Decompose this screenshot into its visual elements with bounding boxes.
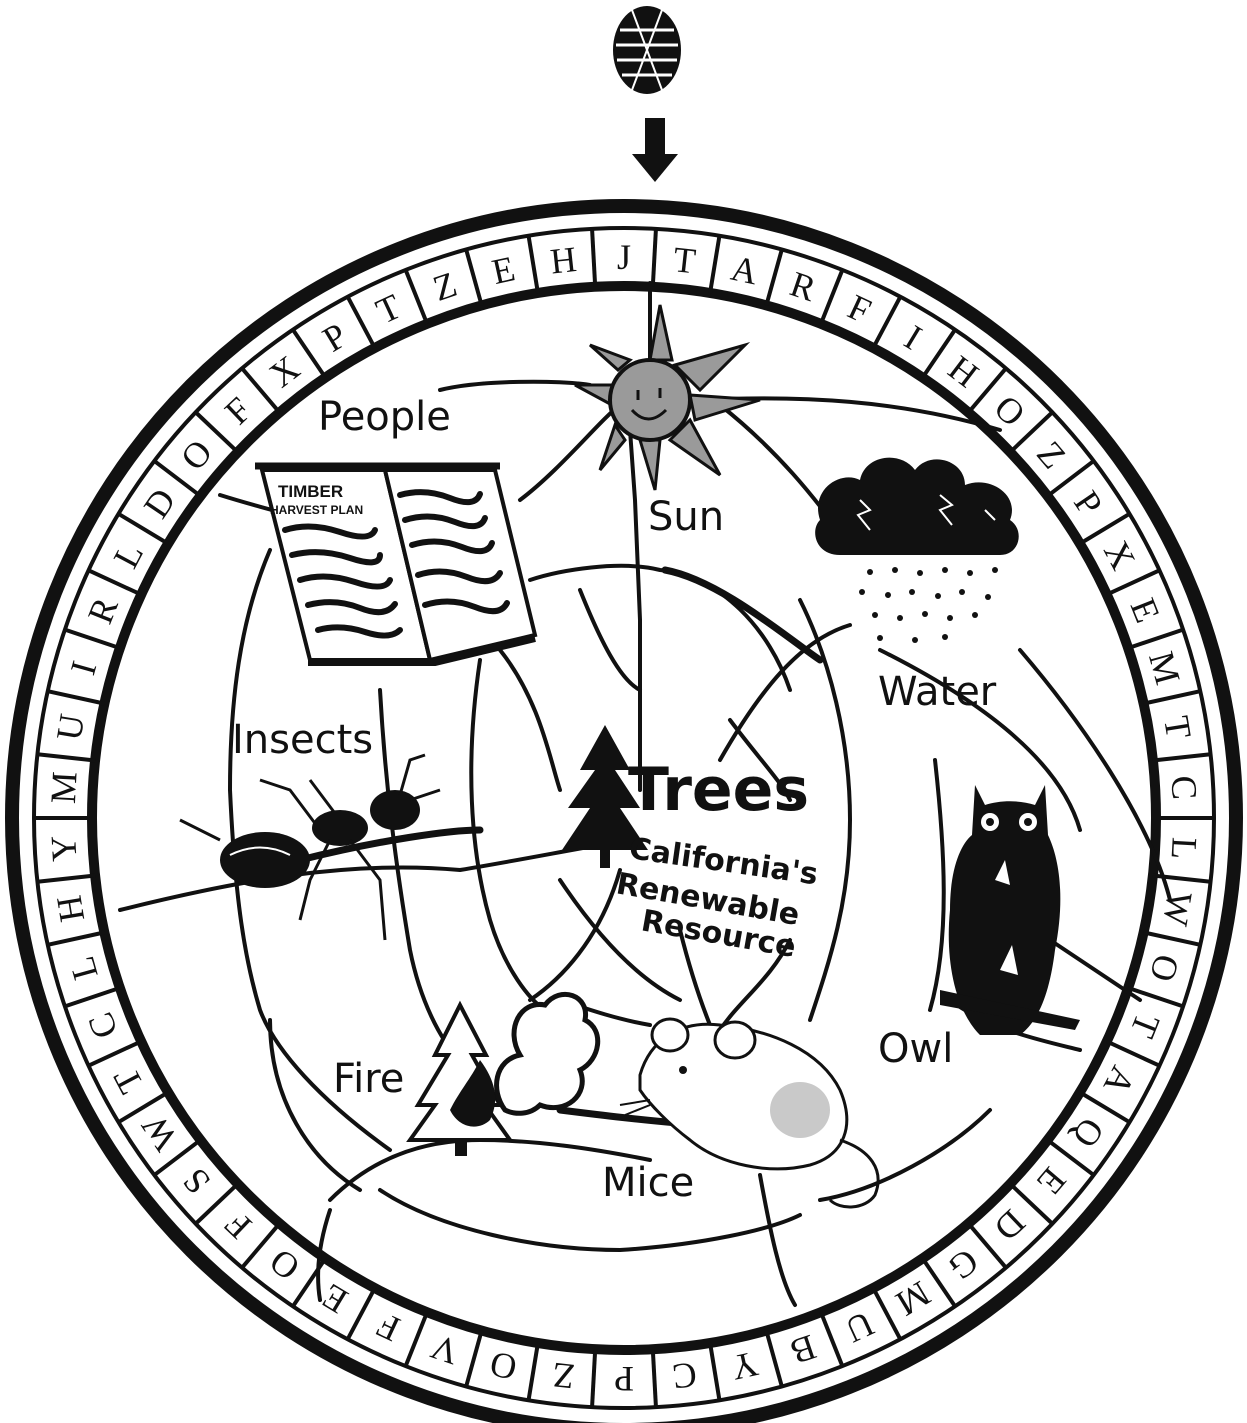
label-sun: Sun [648,494,724,540]
ring-letter: M [43,771,85,805]
label-fire: Fire [333,1056,404,1102]
label-insects: Insects [232,717,373,763]
ring-letter: T [672,239,698,281]
timber-plan-title: TIMBER [278,482,343,501]
timber-plan-subtitle: HARVEST PLAN [270,503,363,517]
ring-letter: W [1155,889,1200,929]
label-people: People [318,394,451,440]
ring-letter: P [614,1359,634,1399]
label-water: Water [878,669,997,715]
label-mice: Mice [602,1160,694,1206]
pinecone-icon [613,6,681,94]
ring-letter: C [1164,775,1205,801]
pointer-arrow-icon [632,118,678,182]
ring-letter: Y [43,834,84,862]
ring-letter: L [1164,836,1205,860]
label-owl: Owl [878,1026,953,1072]
label-trees: Trees [628,755,809,825]
ring-letter: H [548,239,578,282]
ring-letter: J [617,237,631,277]
ring-letter: Z [550,1355,576,1397]
ring-letter: C [671,1355,699,1397]
